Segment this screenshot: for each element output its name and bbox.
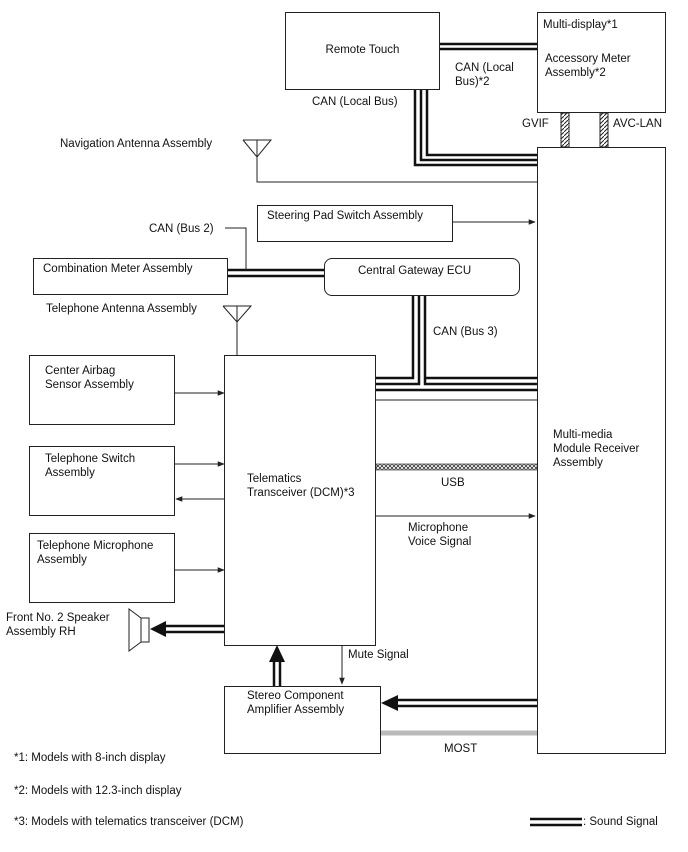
telephone-antenna-label: Telephone Antenna Assembly xyxy=(46,303,197,315)
navigation-antenna-label: Navigation Antenna Assembly xyxy=(60,138,213,150)
telephone-antenna-icon xyxy=(222,305,253,355)
central-gateway-block: Central Gateway ECU xyxy=(324,258,520,296)
combination-meter-label: Combination Meter Assembly xyxy=(43,263,193,275)
telematics-block: Telematics Transceiver (DCM)*3 xyxy=(224,355,376,646)
sound-signal-legend-line xyxy=(530,817,582,827)
steering-pad-label: Steering Pad Switch Assembly xyxy=(267,210,423,222)
accessory-meter-label: Accessory Meter Assembly*2 xyxy=(545,53,631,79)
avc-lan-label: AVC-LAN xyxy=(613,118,662,130)
sound-signal-to-speaker xyxy=(150,621,224,637)
remote-touch-block: Remote Touch xyxy=(285,12,440,90)
central-gateway-label: Central Gateway ECU xyxy=(358,265,472,277)
telephone-switch-label: Telephone Switch Assembly xyxy=(45,453,136,479)
can-local-bus-upper-line xyxy=(440,42,537,51)
can-local-bus-2-label: CAN (Local Bus)*2 xyxy=(455,62,514,88)
note-1: *1: Models with 8-inch display xyxy=(14,752,166,764)
gvif-connector xyxy=(560,112,570,148)
sound-signal-legend-label: : Sound Signal xyxy=(583,816,658,828)
navigation-antenna-icon xyxy=(242,139,537,183)
sound-signal-to-amp xyxy=(381,695,537,711)
accessory-meter-block: Multi-display*1 Accessory Meter Assembly… xyxy=(537,12,666,113)
usb-label: USB xyxy=(441,477,465,489)
sound-signal-to-telematics xyxy=(269,645,285,686)
gvif-label: GVIF xyxy=(522,118,549,130)
remote-touch-label: Remote Touch xyxy=(325,44,400,56)
can-local-bus-label: CAN (Local Bus) xyxy=(312,96,398,108)
can-bus3-label: CAN (Bus 3) xyxy=(433,326,498,338)
steering-pad-block: Steering Pad Switch Assembly xyxy=(257,205,453,242)
combination-meter-block: Combination Meter Assembly xyxy=(33,258,228,295)
can-bus2-line xyxy=(225,227,324,278)
center-airbag-block: Center Airbag Sensor Assembly xyxy=(29,355,175,425)
front-speaker-label: Front No. 2 Speaker Assembly RH xyxy=(6,612,110,638)
note-2: *2: Models with 12.3-inch display xyxy=(14,785,182,797)
avc-lan-connector xyxy=(599,112,609,148)
stereo-amp-block: Stereo Component Amplifier Assembly xyxy=(224,686,381,754)
telephone-microphone-block: Telephone Microphone Assembly xyxy=(29,533,175,603)
speaker-icon xyxy=(128,608,150,652)
telephone-microphone-label: Telephone Microphone Assembly xyxy=(37,540,154,566)
multimedia-receiver-label: Multi-media Module Receiver Assembly xyxy=(553,429,640,469)
center-airbag-label: Center Airbag Sensor Assembly xyxy=(45,365,134,391)
can-local-bus-line xyxy=(413,90,537,167)
can-bus3-line xyxy=(376,296,537,392)
note-3: *3: Models with telematics transceiver (… xyxy=(14,816,244,828)
most-label: MOST xyxy=(444,743,478,755)
usb-line xyxy=(375,463,538,471)
multimedia-receiver-block: Multi-media Module Receiver Assembly xyxy=(537,147,666,754)
telematics-label: Telematics Transceiver (DCM)*3 xyxy=(247,473,355,499)
multi-display-label: Multi-display*1 xyxy=(543,19,618,31)
telephone-switch-block: Telephone Switch Assembly xyxy=(29,446,175,516)
microphone-voice-label: Microphone Voice Signal xyxy=(408,522,472,548)
stereo-amp-label: Stereo Component Amplifier Assembly xyxy=(247,690,345,716)
mute-signal-label: Mute Signal xyxy=(348,649,409,661)
can-bus2-label: CAN (Bus 2) xyxy=(149,223,214,235)
